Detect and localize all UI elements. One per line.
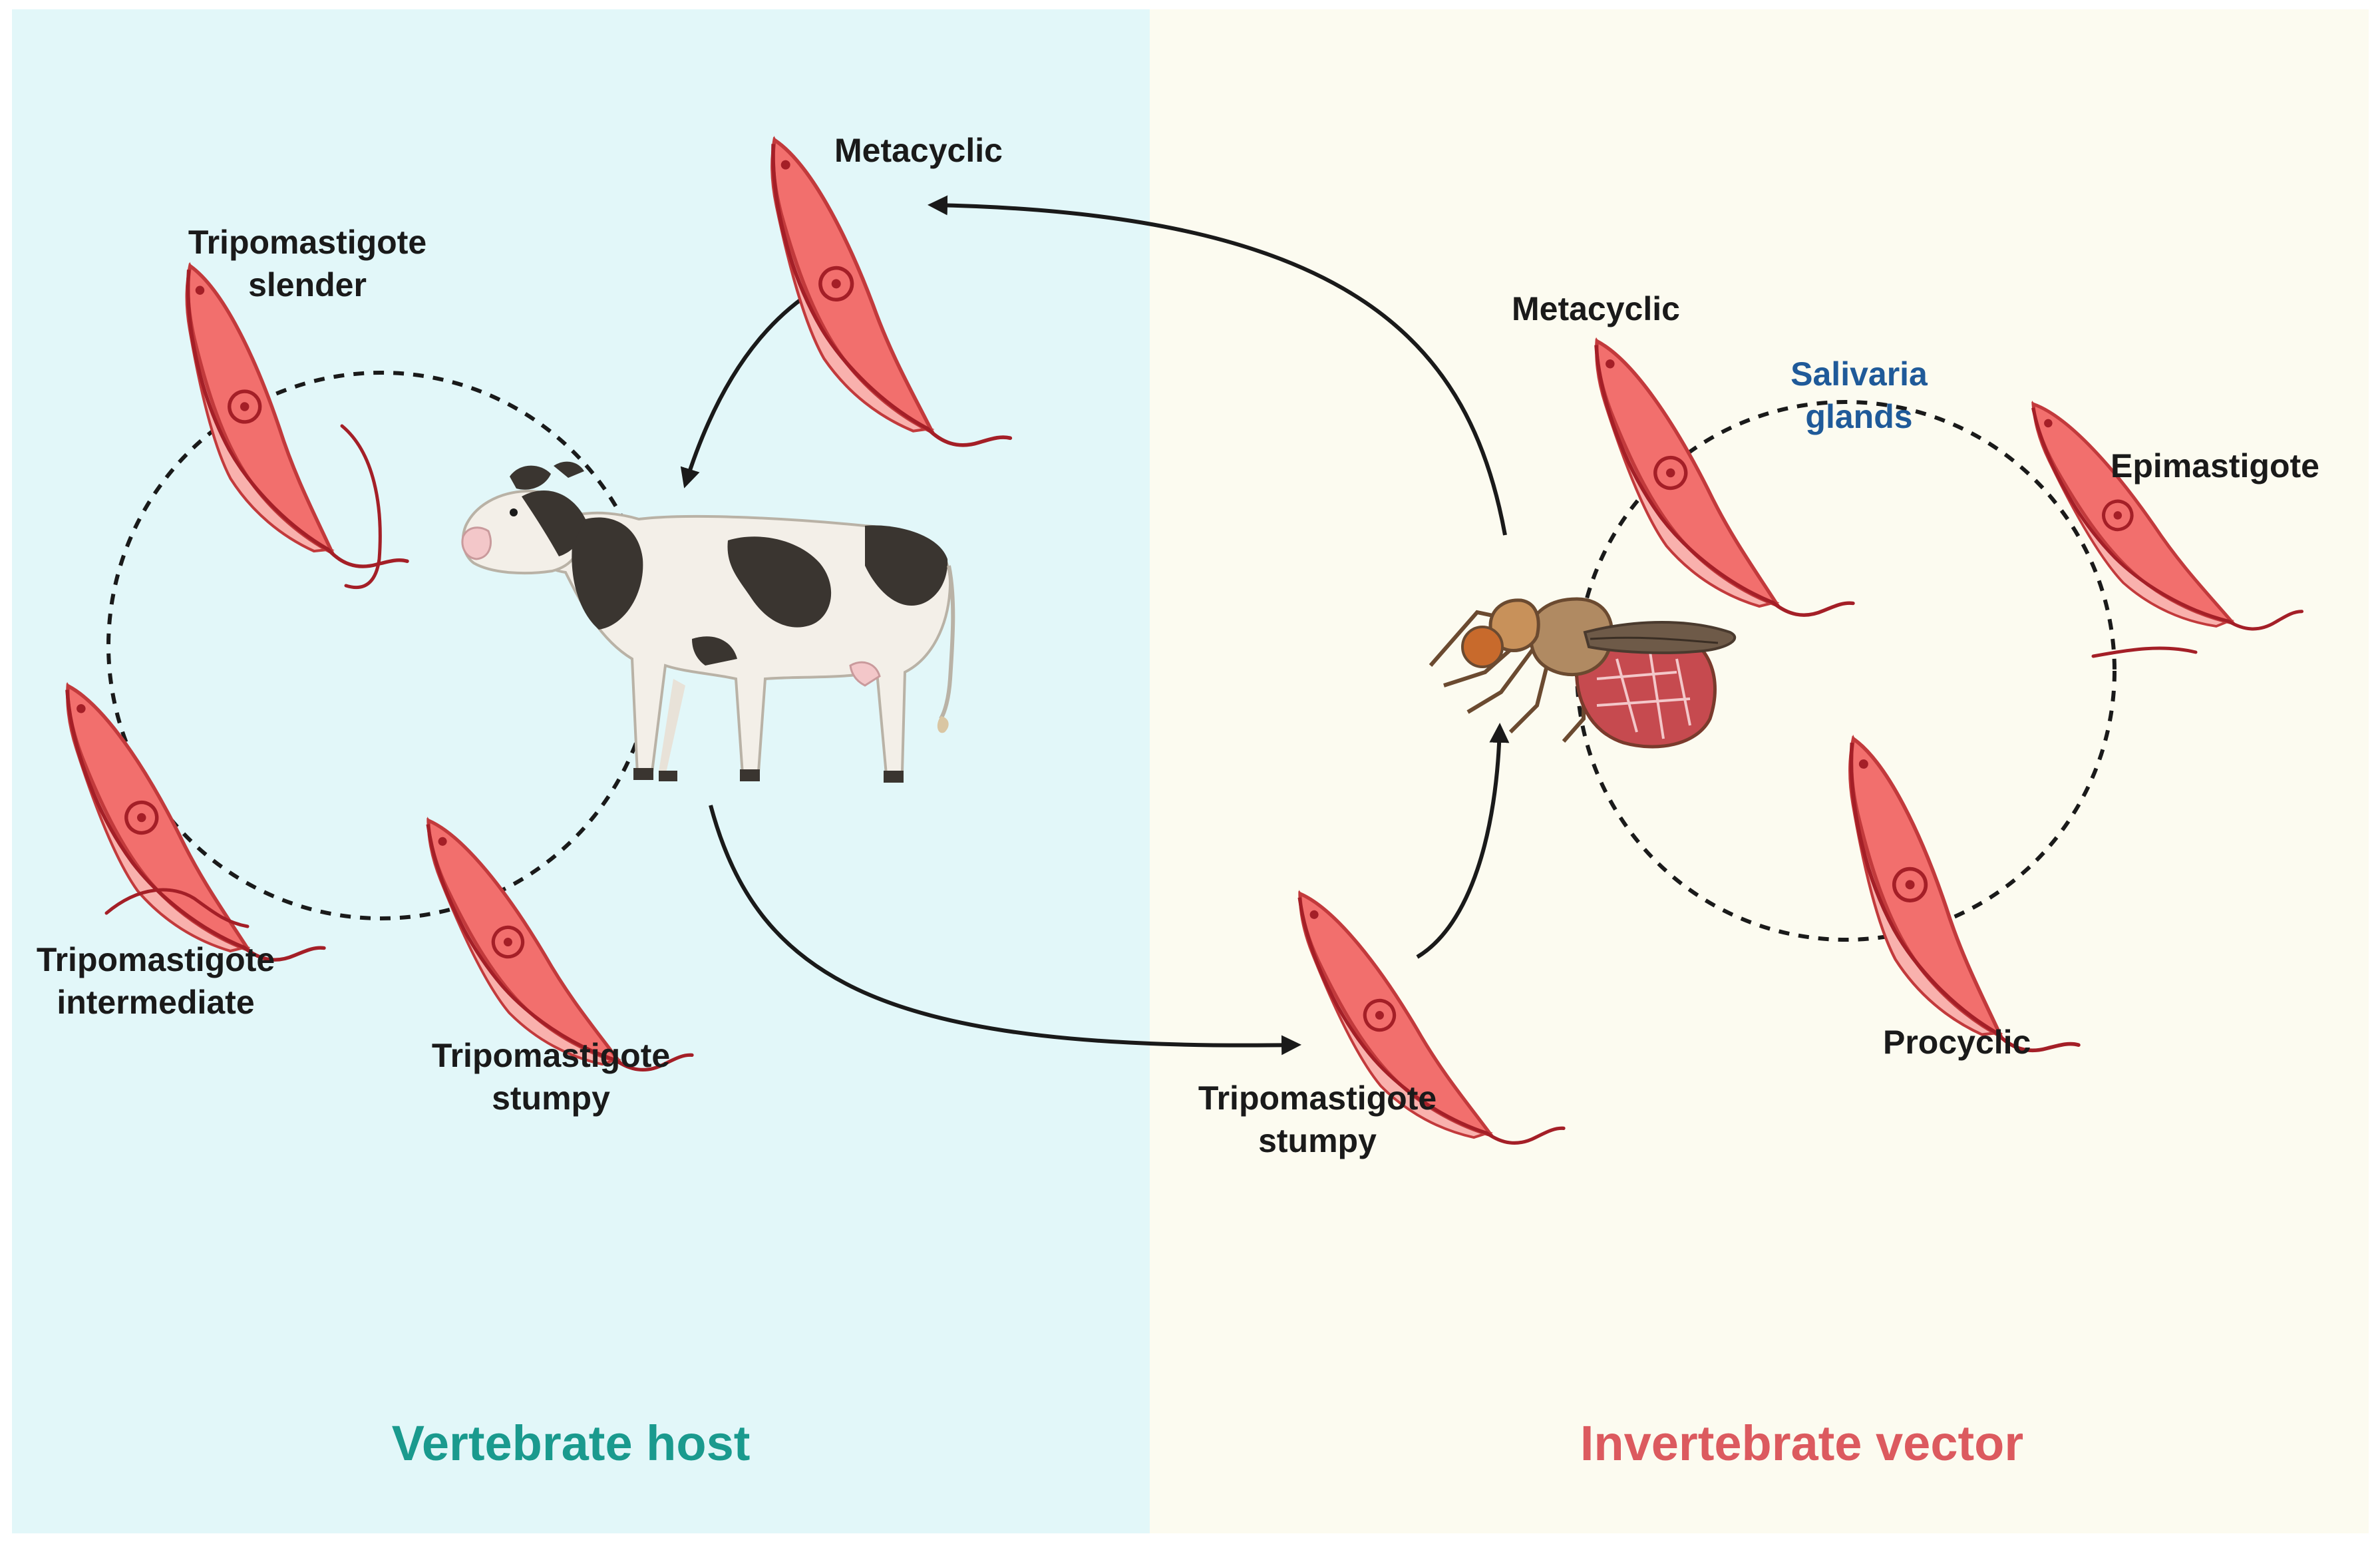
label-epimastigote: Epimastigote — [2111, 447, 2319, 484]
panel-title-invertebrate-vector: Invertebrate vector — [1580, 1416, 2024, 1471]
label-procyclic: Procyclic — [1883, 1024, 2031, 1061]
arrow-stumpy-to-fly — [1416, 723, 1510, 959]
label-metacyclic-vector: Metacyclic — [1512, 290, 1680, 327]
panel-title-vertebrate-host: Vertebrate host — [391, 1416, 751, 1471]
slender-flagellum-icon — [340, 424, 382, 590]
arrow-vector-to-host — [928, 195, 1507, 536]
vertebrate-host-panel — [12, 9, 1150, 1533]
invertebrate-vector-panel — [1150, 9, 2369, 1533]
arrow-metacyclic-to-cow — [680, 292, 810, 488]
epimastigote-flagellum-icon — [2091, 646, 2198, 658]
arrow-cow-to-stumpy — [709, 805, 1301, 1056]
tsetse-fly-icon — [1429, 597, 1736, 749]
intermediate-flagellum-icon — [104, 888, 250, 928]
label-metacyclic-host: Metacyclic — [834, 132, 1003, 169]
cow-icon — [461, 461, 955, 783]
